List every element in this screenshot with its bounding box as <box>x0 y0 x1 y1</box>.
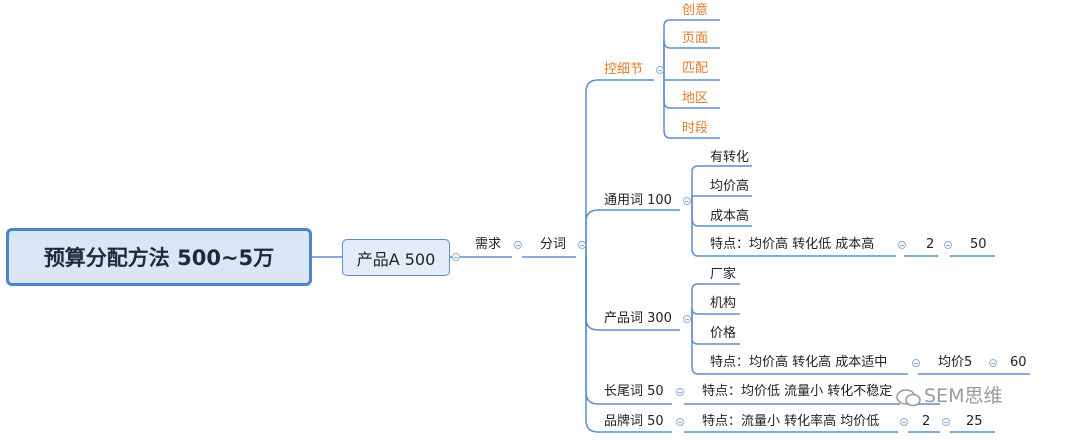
control-item[interactable]: 创意 <box>682 3 709 18</box>
demand-node[interactable]: 需求 <box>475 237 502 252</box>
generic-item[interactable]: 均价高 <box>710 179 750 194</box>
control-node[interactable]: 控细节 <box>604 62 644 77</box>
collapse-toggle-icon[interactable] <box>989 359 997 367</box>
generic-value-1[interactable]: 2 <box>926 237 935 252</box>
collapse-toggle-icon[interactable] <box>676 418 684 426</box>
longtail-node[interactable]: 长尾词 50 <box>604 384 664 399</box>
brand-feature[interactable]: 特点：流量小 转化率高 均价低 <box>702 414 880 429</box>
trunk-split <box>585 79 654 257</box>
prodword-item[interactable]: 机构 <box>710 296 737 311</box>
brand-node[interactable]: 品牌词 50 <box>604 414 664 429</box>
prodword-value-2[interactable]: 60 <box>1010 355 1027 370</box>
generic-item[interactable]: 有转化 <box>710 150 750 165</box>
trunk-generic <box>691 165 752 210</box>
collapse-toggle-icon[interactable] <box>944 241 952 249</box>
control-item[interactable]: 页面 <box>682 31 709 46</box>
longtail-feature[interactable]: 特点：均价低 流量小 转化不稳定 <box>702 384 893 399</box>
brand-value-1[interactable]: 2 <box>922 414 931 429</box>
collapse-toggle-icon[interactable] <box>898 241 906 249</box>
prodword-feature[interactable]: 特点：均价高 转化高 成本适中 <box>710 355 888 370</box>
product-node[interactable]: 产品A 500 <box>342 239 450 276</box>
collapse-toggle-icon[interactable] <box>514 241 522 249</box>
collapse-toggle-icon[interactable] <box>900 418 908 426</box>
watermark-text: SEM思维 <box>924 385 1003 407</box>
generic-value-2[interactable]: 50 <box>970 237 987 252</box>
control-item[interactable]: 地区 <box>682 91 709 106</box>
trunk-control <box>663 19 720 80</box>
collapse-toggle-icon[interactable] <box>452 253 460 261</box>
root-node[interactable]: 预算分配方法 500~5万 <box>6 228 312 286</box>
collapse-toggle-icon[interactable] <box>683 197 691 205</box>
control-item[interactable]: 时段 <box>682 121 709 136</box>
wechat-icon <box>896 389 921 407</box>
collapse-toggle-icon[interactable] <box>912 359 920 367</box>
prodword-item[interactable]: 价格 <box>710 326 737 341</box>
collapse-toggle-icon[interactable] <box>578 241 586 249</box>
collapse-toggle-icon[interactable] <box>676 388 684 396</box>
split-node[interactable]: 分词 <box>540 237 567 252</box>
generic-item[interactable]: 成本高 <box>710 209 750 224</box>
prodword-node[interactable]: 产品词 300 <box>604 311 672 326</box>
trunk-prodword <box>691 283 740 330</box>
control-item[interactable]: 匹配 <box>682 61 709 76</box>
collapse-toggle-icon[interactable] <box>683 315 691 323</box>
brand-value-2[interactable]: 25 <box>966 414 983 429</box>
generic-feature[interactable]: 特点：均价高 转化低 成本高 <box>710 237 875 252</box>
collapse-toggle-icon[interactable] <box>656 66 664 74</box>
prodword-value-1[interactable]: 均价5 <box>938 355 973 370</box>
prodword-item[interactable]: 厂家 <box>710 267 737 282</box>
generic-node[interactable]: 通用词 100 <box>604 193 672 208</box>
collapse-toggle-icon[interactable] <box>942 418 950 426</box>
